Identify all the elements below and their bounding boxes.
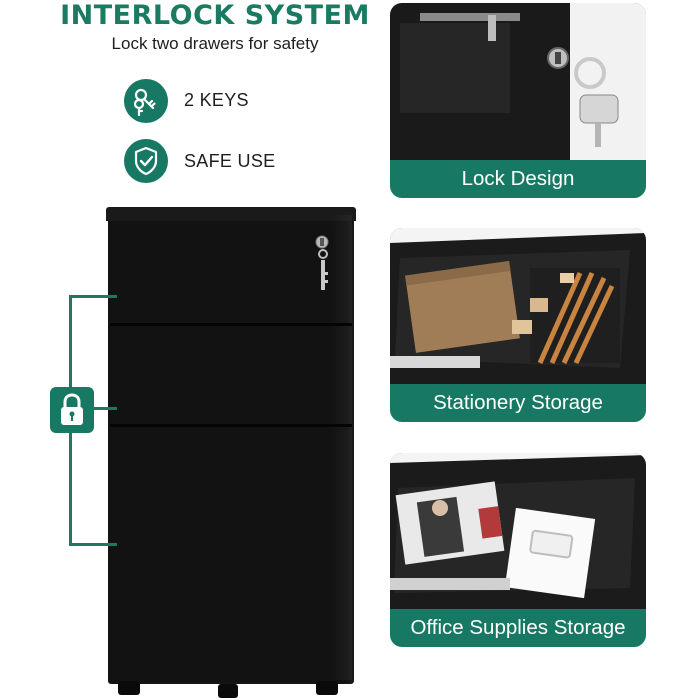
drawer-seam-1	[110, 323, 352, 326]
file-cabinet	[108, 208, 354, 684]
lock-closeup-photo	[390, 3, 646, 160]
stationery-drawer-photo	[390, 228, 646, 384]
card-lock-design: Lock Design	[390, 3, 646, 198]
shield-check-icon	[124, 139, 168, 183]
office-supplies-drawer-photo	[390, 453, 646, 609]
bracket-tick-top	[69, 295, 117, 298]
page-subtitle: Lock two drawers for safety	[111, 34, 319, 53]
card-caption: Stationery Storage	[433, 391, 603, 414]
cabinet-shading	[330, 215, 352, 680]
feature-label-safe-use: SAFE USE	[184, 151, 276, 171]
padlock-icon	[50, 387, 94, 433]
page-title: INTERLOCK SYSTEM	[60, 0, 370, 31]
keys-icon	[124, 79, 168, 123]
bracket-tick-bottom	[69, 543, 117, 546]
card-caption: Office Supplies Storage	[410, 616, 626, 639]
card-caption: Lock Design	[461, 167, 575, 190]
drawer-seam-2	[110, 424, 352, 427]
feature-label-keys: 2 KEYS	[184, 90, 249, 110]
card-stationery-storage: Stationery Storage	[390, 228, 646, 422]
caster-wheel	[316, 681, 338, 695]
caster-wheel	[118, 681, 140, 695]
caster-wheel	[218, 684, 238, 698]
card-office-supplies-storage: Office Supplies Storage	[390, 453, 646, 647]
cabinet-key-lock-icon	[314, 232, 334, 302]
cabinet-top	[106, 207, 356, 221]
